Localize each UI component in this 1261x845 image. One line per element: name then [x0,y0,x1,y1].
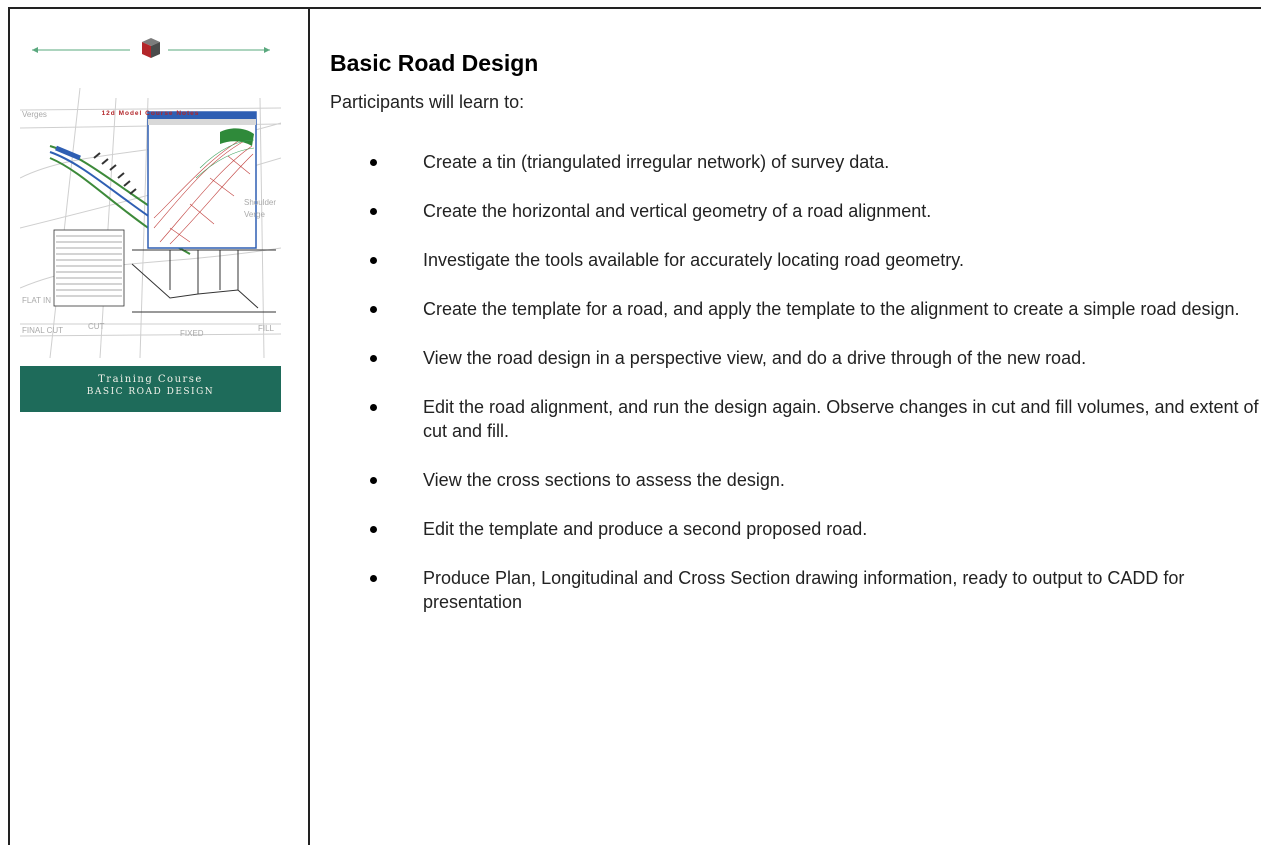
cover-band-course-name: BASIC ROAD DESIGN [86,387,215,397]
intro-text: Participants will learn to: [330,92,525,112]
cover-label-fixed: FIXED [180,329,204,338]
cover-drawing [20,38,281,359]
table-left-border [8,7,10,845]
cover-label-verges: Verges [22,110,47,119]
bullet-icon [370,306,377,313]
list-item-text: Create the horizontal and vertical geome… [423,201,932,221]
cover-label-verge: Verge [244,210,265,219]
list-item: Edit the template and produce a second p… [330,517,1260,541]
list-item: Investigate the tools available for accu… [330,248,1260,272]
table-top-border [8,7,1261,9]
bullet-icon [370,208,377,215]
cover-label-cut: CUT [88,322,105,331]
learning-outcomes-list: Create a tin (triangulated irregular net… [330,150,1260,639]
list-item-text: Produce Plan, Longitudinal and Cross Sec… [423,568,1185,612]
list-item-text: Create a tin (triangulated irregular net… [423,152,890,172]
cover-band-training-course: Training Course [98,374,203,385]
list-item-text: View the cross sections to assess the de… [423,470,785,490]
list-item: View the road design in a perspective vi… [330,346,1260,370]
cover-course-notes-title: 12d Model Course Notes [101,110,200,117]
cover-label-final-cut: FINAL CUT [22,326,64,335]
cover-label-fill: FILL [258,324,275,333]
12d-logo-icon [142,38,160,58]
list-item: Create the horizontal and vertical geome… [330,199,1260,223]
bullet-icon [370,477,377,484]
list-item: Edit the road alignment, and run the des… [330,395,1260,443]
list-item-text: Edit the template and produce a second p… [423,519,868,539]
list-item-text: View the road design in a perspective vi… [423,348,1087,368]
cover-label-flat-in: FLAT IN [22,296,52,305]
list-item: Create the template for a road, and appl… [330,297,1260,321]
list-item: Create a tin (triangulated irregular net… [330,150,1260,174]
bullet-icon [370,355,377,362]
list-item-text: Edit the road alignment, and run the des… [423,397,1259,441]
list-item-text: Investigate the tools available for accu… [423,250,964,270]
list-item-text: Create the template for a road, and appl… [423,299,1240,319]
course-cover-image: 12d Model Course Notes Verges FLAT IN FI… [20,28,281,412]
cover-label-shoulder: Shoulder [244,198,277,207]
page-title: Basic Road Design [330,50,539,76]
cover-title-band: Training Course BASIC ROAD DESIGN [20,366,281,412]
bullet-icon [370,257,377,264]
list-item: Produce Plan, Longitudinal and Cross Sec… [330,566,1260,614]
bullet-icon [370,526,377,533]
bullet-icon [370,159,377,166]
list-item: View the cross sections to assess the de… [330,468,1260,492]
perspective-view-window [147,111,257,249]
bullet-icon [370,575,377,582]
table-column-divider [308,7,310,845]
bullet-icon [370,404,377,411]
